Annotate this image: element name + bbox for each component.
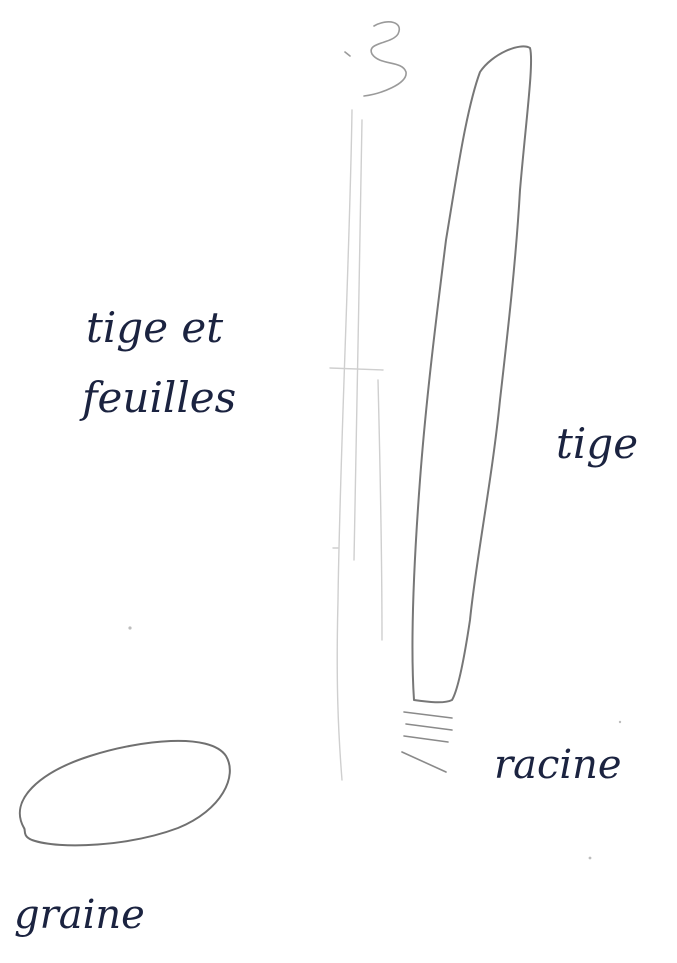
label-stem-and-leaves-line1: tige et — [86, 303, 223, 352]
seed-outline — [20, 741, 230, 846]
label-stem-and-leaves-line2: feuilles — [79, 373, 236, 422]
faint-scribble-top — [345, 22, 406, 96]
faint-pencil-stem — [330, 110, 383, 780]
label-stem-and-leaves: tige et feuilles — [79, 303, 236, 422]
label-stem: tige — [556, 419, 638, 468]
label-seed: graine — [14, 892, 145, 938]
label-root: racine — [494, 742, 622, 788]
root-hatch-lines — [402, 712, 452, 772]
stem-outline — [412, 46, 531, 702]
